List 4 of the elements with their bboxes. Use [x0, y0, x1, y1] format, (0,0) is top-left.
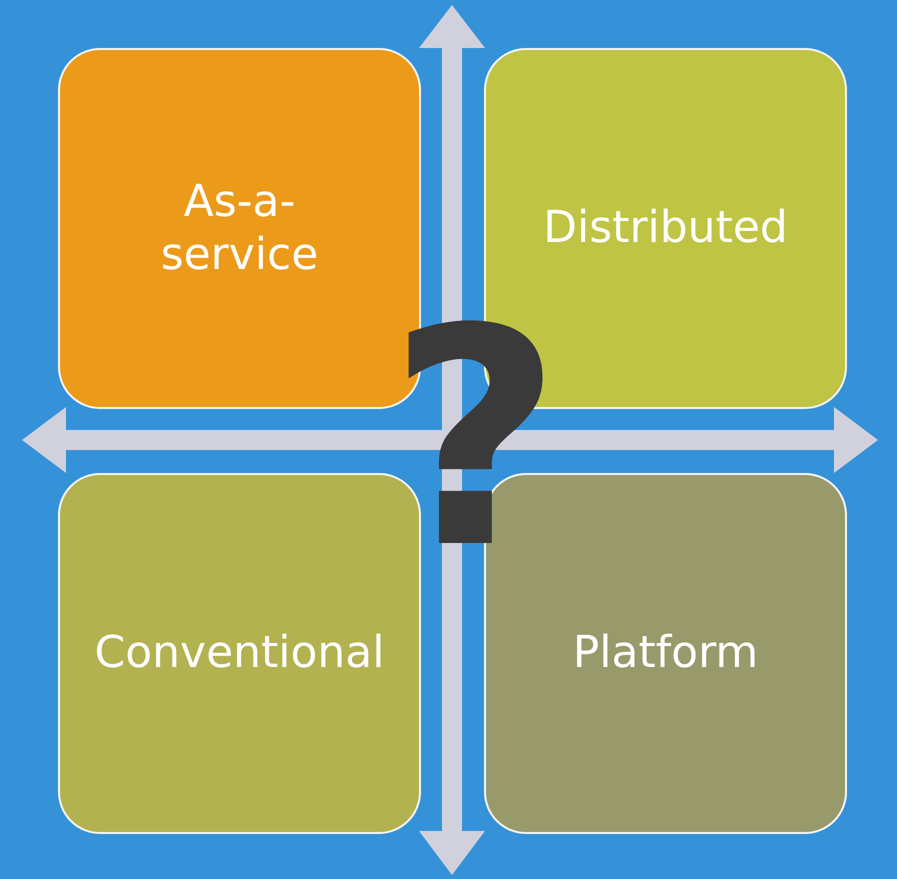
quadrant-label: Platform: [572, 627, 760, 680]
quadrant-label: Distributed: [542, 202, 789, 255]
quadrant-label: Conventional: [94, 627, 386, 680]
quadrant-label: As-a-service: [160, 176, 320, 282]
